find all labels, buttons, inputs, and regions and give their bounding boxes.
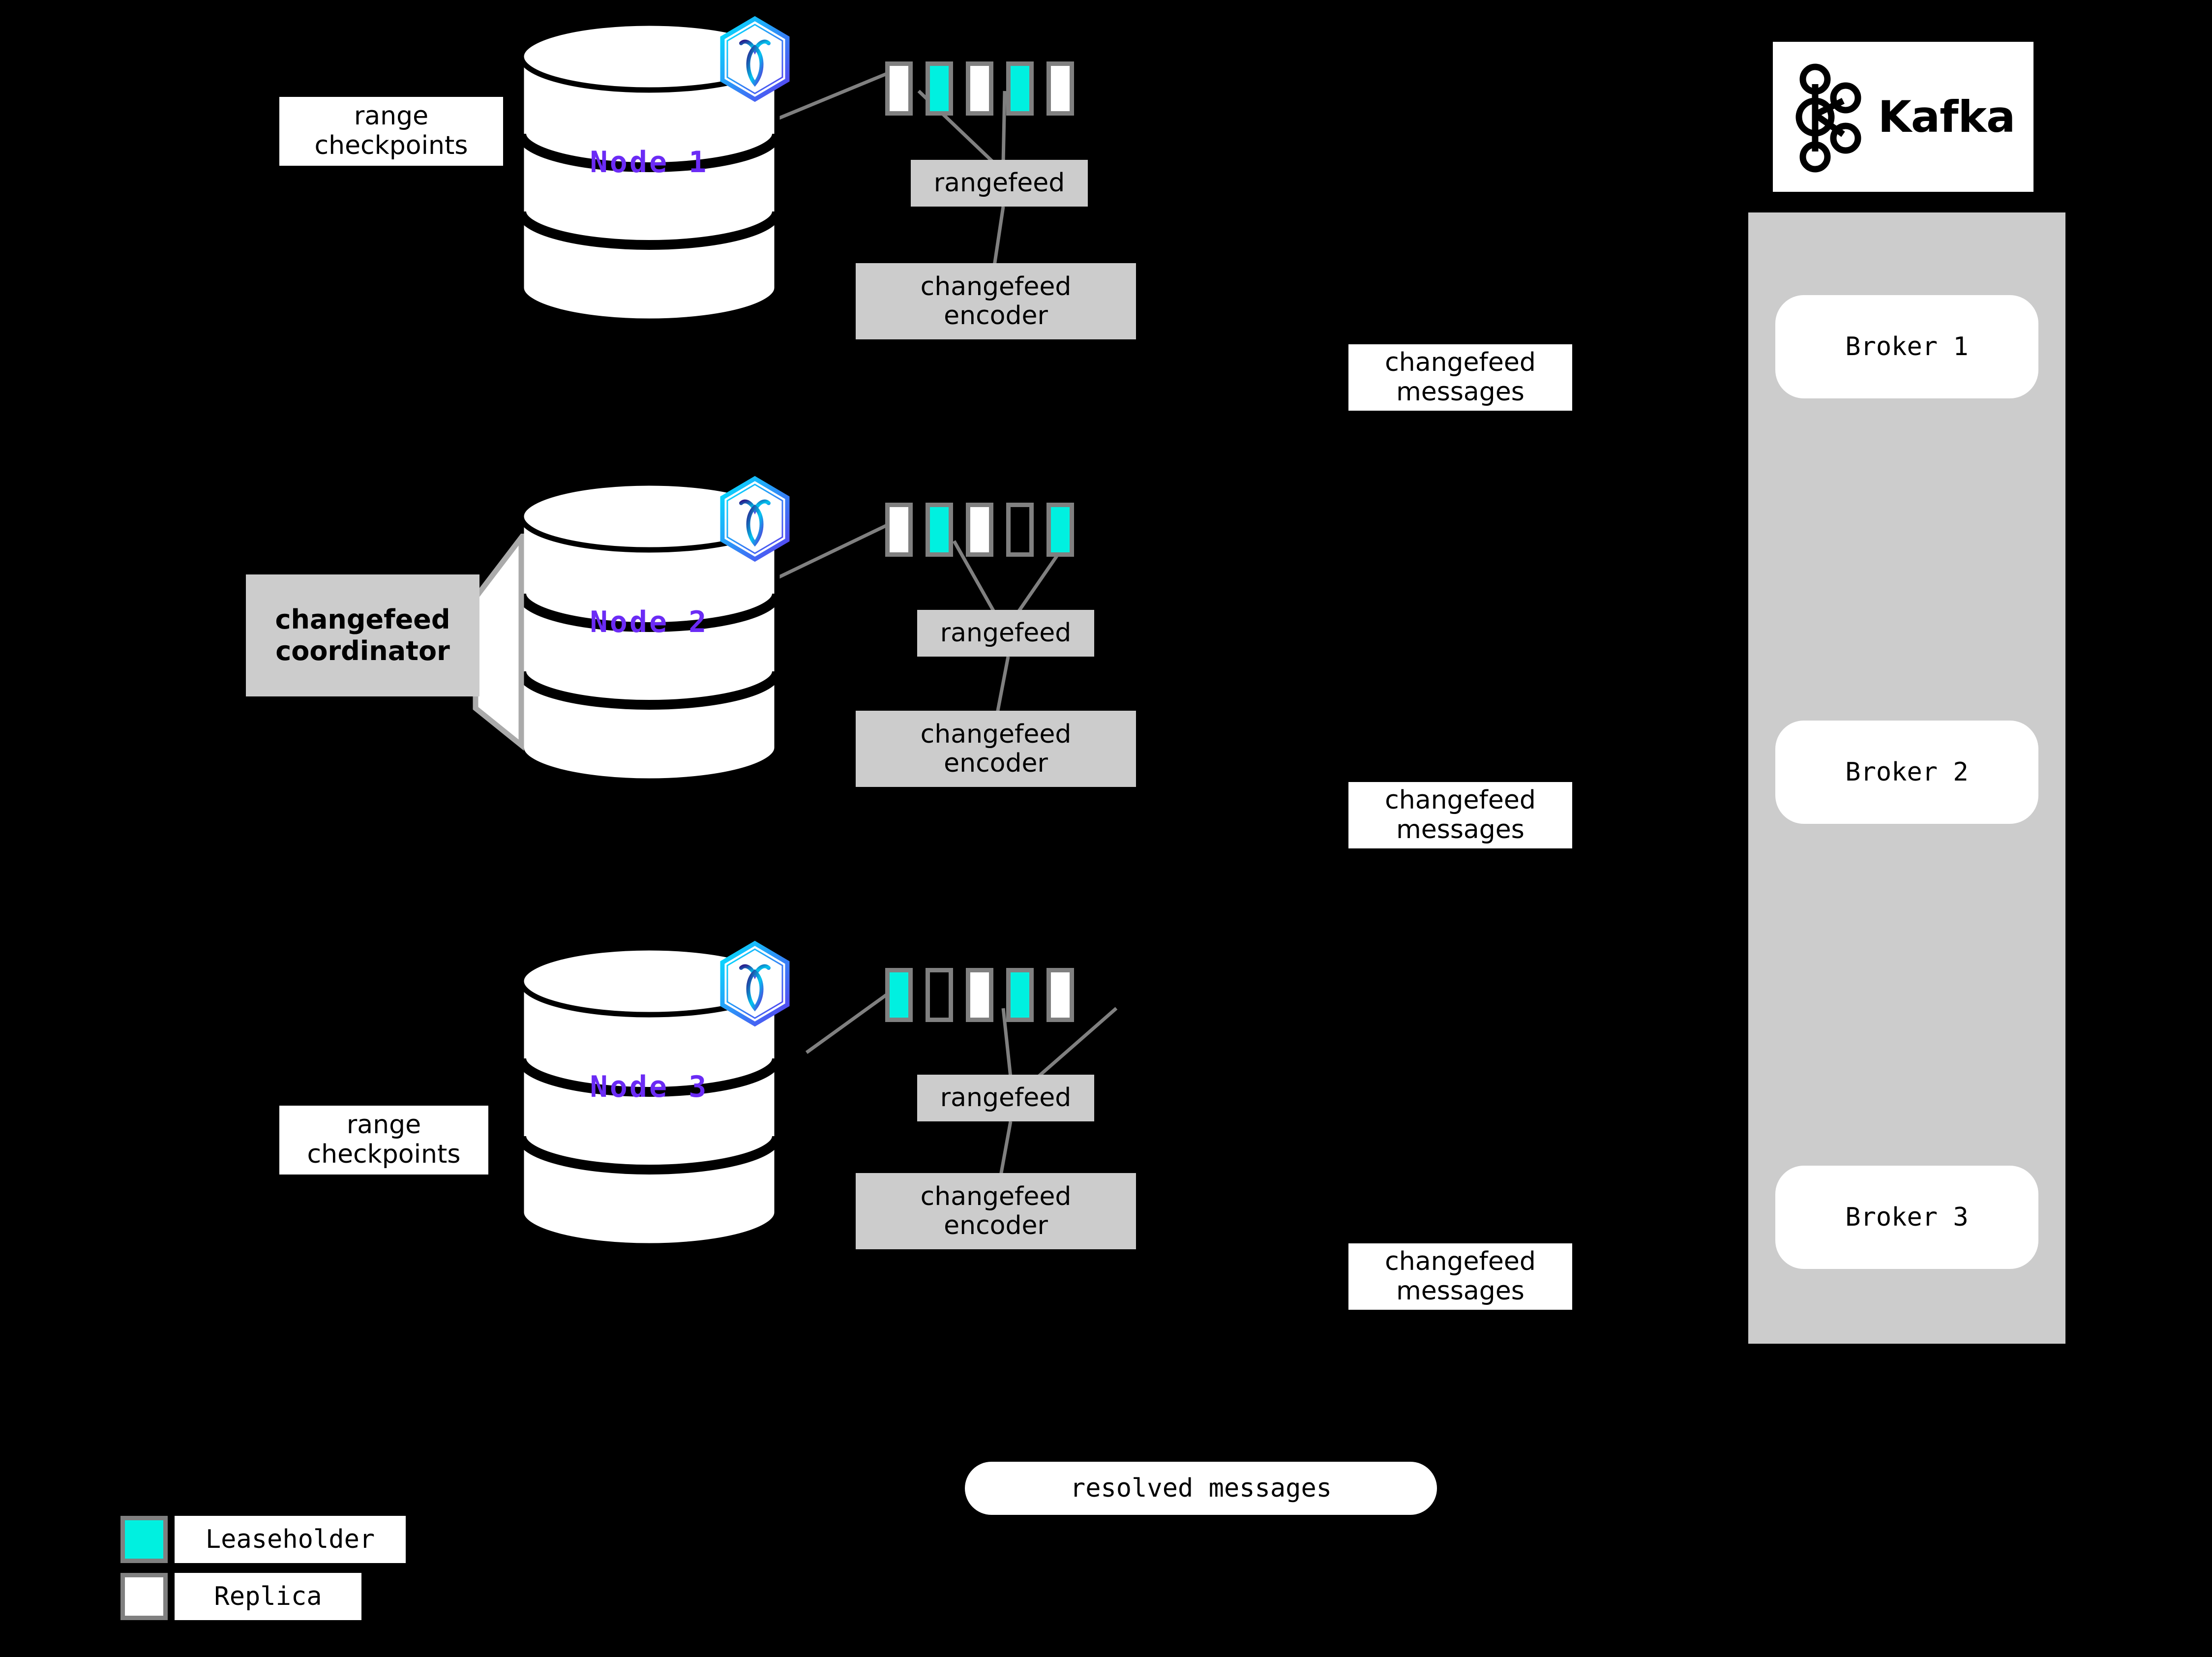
kafka-logo-box: Kafka: [1773, 42, 2033, 192]
changefeed-messages-label-1: changefeed messages: [1348, 344, 1572, 411]
range-square-empty[interactable]: [1006, 503, 1034, 557]
range-square-replica[interactable]: [966, 61, 993, 116]
changefeed-coordinator-box[interactable]: changefeed coordinator: [246, 574, 479, 696]
legend-swatch-leaseholder: [120, 1516, 168, 1563]
changefeed-messages-label-3: changefeed messages: [1348, 1243, 1572, 1310]
kafka-wordmark: Kafka: [1878, 91, 2016, 142]
range-square-replica[interactable]: [966, 503, 993, 557]
broker-1-box[interactable]: Broker 1: [1775, 295, 2038, 398]
range-square-replica[interactable]: [885, 503, 913, 557]
node-1-range-checkpoints-label: range checkpoints: [279, 97, 503, 166]
range-square-replica[interactable]: [966, 968, 993, 1022]
node-3-cylinder: Node 3: [516, 944, 782, 1249]
node-3-range-row: [885, 968, 1087, 1022]
kafka-inbound-arrowhead: [2057, 327, 2097, 352]
range-square-leaseholder[interactable]: [1046, 503, 1074, 557]
range-square-leaseholder[interactable]: [926, 61, 953, 116]
resolved-messages-pill[interactable]: resolved messages: [965, 1462, 1437, 1515]
range-square-leaseholder[interactable]: [885, 968, 913, 1022]
node-2-cylinder: Node 2: [516, 480, 782, 784]
node-1-label: Node 1: [590, 145, 709, 180]
range-square-leaseholder[interactable]: [1006, 968, 1034, 1022]
node-1-cylinder: Node 1: [516, 20, 782, 325]
node-1-rangefeed-box[interactable]: rangefeed: [911, 160, 1088, 207]
range-square-replica[interactable]: [1046, 968, 1074, 1022]
broker-2-box[interactable]: Broker 2: [1775, 721, 2038, 824]
kafka-nodes-icon: [1795, 63, 1861, 172]
range-square-leaseholder[interactable]: [926, 503, 953, 557]
node-2-changefeed-encoder-box[interactable]: changefeed encoder: [856, 711, 1136, 787]
changefeed-messages-label-2: changefeed messages: [1348, 782, 1572, 848]
node-3-range-checkpoints-label: range checkpoints: [279, 1106, 488, 1175]
range-square-empty[interactable]: [926, 968, 953, 1022]
cockroachdb-hexagon-icon: [716, 475, 794, 563]
legend-label-leaseholder: Leaseholder: [175, 1516, 406, 1563]
legend-label-replica: Replica: [175, 1573, 361, 1620]
legend-swatch-replica: [120, 1573, 168, 1620]
node-2-range-row: [885, 503, 1087, 557]
node-1-range-row: [885, 61, 1087, 116]
node-3-changefeed-encoder-box[interactable]: changefeed encoder: [856, 1173, 1136, 1249]
broker-3-box[interactable]: Broker 3: [1775, 1166, 2038, 1269]
range-square-replica[interactable]: [885, 61, 913, 116]
range-square-leaseholder[interactable]: [1006, 61, 1034, 116]
cockroachdb-hexagon-icon: [716, 15, 794, 103]
node-1-changefeed-encoder-box[interactable]: changefeed encoder: [856, 263, 1136, 339]
node-3-label: Node 3: [590, 1070, 709, 1104]
node-3-rangefeed-box[interactable]: rangefeed: [917, 1075, 1094, 1121]
node-2-rangefeed-box[interactable]: rangefeed: [917, 610, 1094, 657]
coordinator-callout-tail: [473, 534, 524, 751]
range-square-replica[interactable]: [1046, 61, 1074, 116]
node-2-label: Node 2: [590, 605, 709, 639]
cockroachdb-hexagon-icon: [716, 939, 794, 1028]
